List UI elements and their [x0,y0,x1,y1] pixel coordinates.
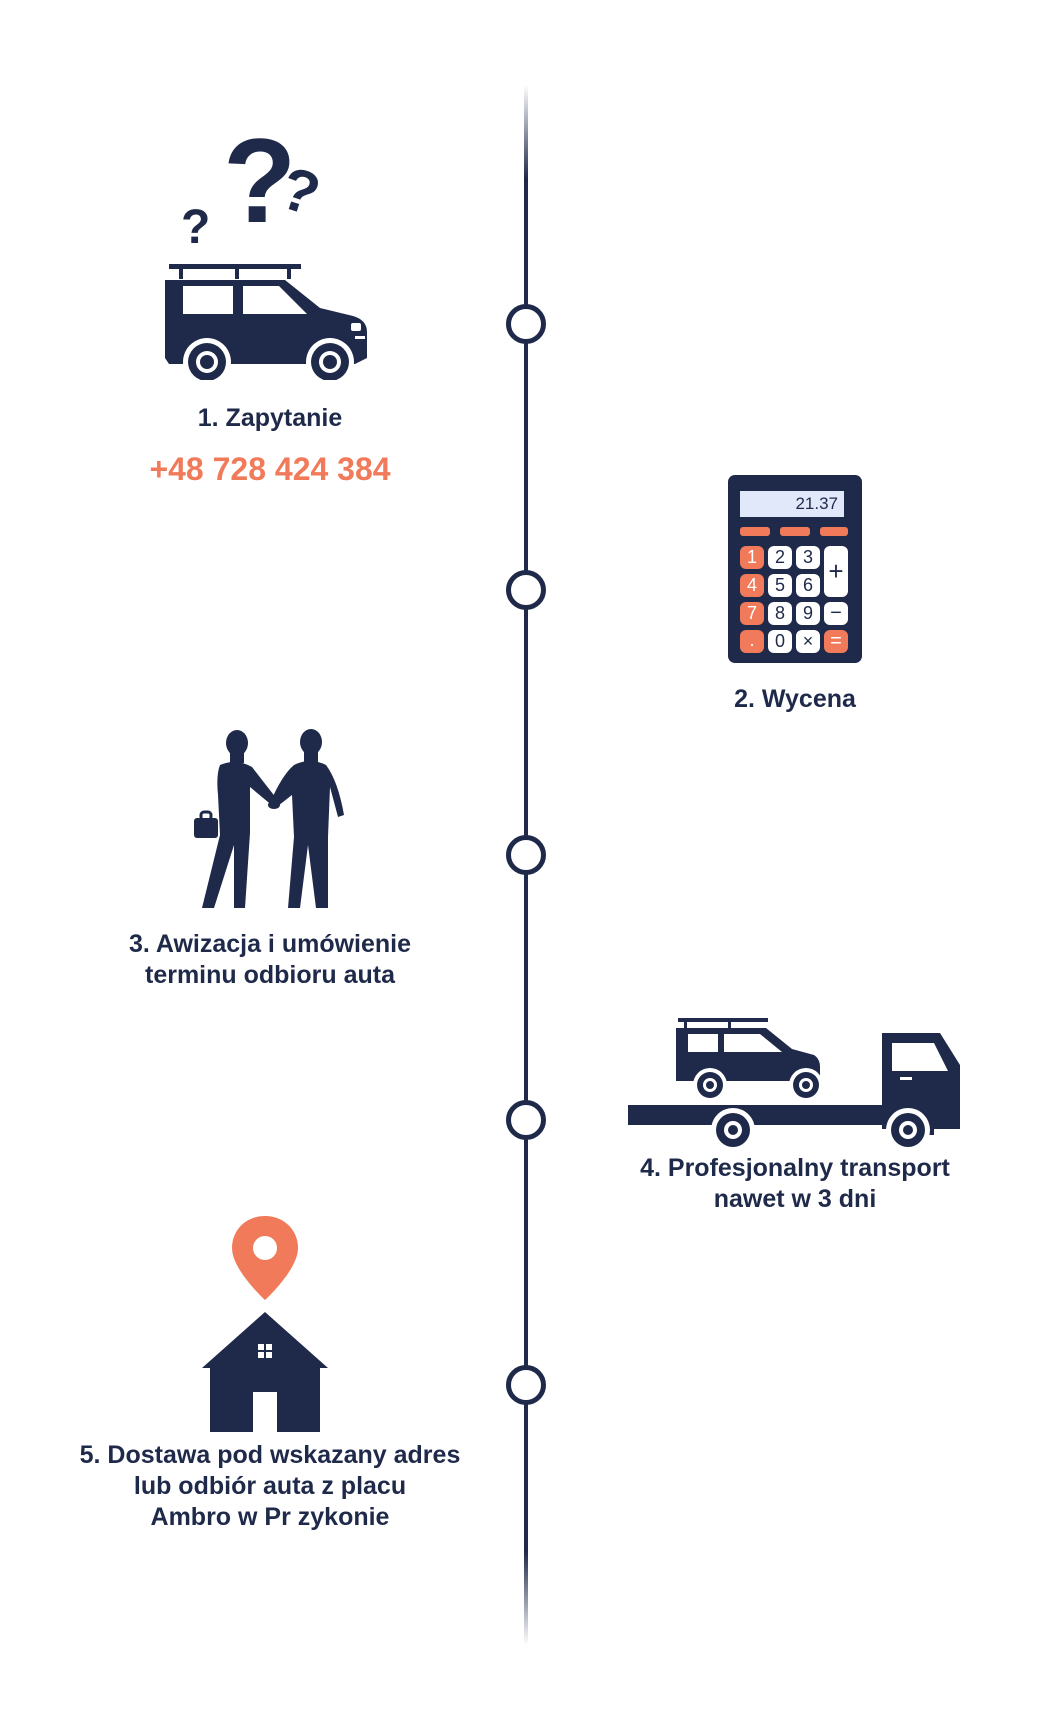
calculator-display: 21.37 [740,491,844,517]
step-5-label: 5. Dostawa pod wskazany adres lub odbiór… [20,1440,520,1533]
step-5-label-line-2: lub odbiór auta z placu [133,1472,407,1500]
calc-key-equals: = [824,630,848,653]
calc-key-1: 1 [740,546,764,569]
step-5-label-line-1: 5. Dostawa pod wskazany adres [79,1441,461,1469]
calc-key-dot: . [740,630,764,653]
step-4-label-line-2: nawet w 3 dni [713,1185,877,1213]
step-3-label: 3. Awizacja i umówienie terminu odbioru … [70,929,470,991]
calc-key-5: 5 [768,574,792,597]
calc-key-minus: − [824,602,848,625]
calc-key-times: × [796,630,820,653]
svg-text:?: ? [181,201,210,254]
svg-text:?: ? [223,130,296,248]
timeline-node-3 [506,835,546,875]
calc-key-8: 8 [768,602,792,625]
calc-key-4: 4 [740,574,764,597]
step-3-label-line-2: terminu odbioru auta [145,961,395,989]
timeline-node-2 [506,570,546,610]
calc-key-6: 6 [796,574,820,597]
handshake-icon [194,729,344,908]
calc-key-9: 9 [796,602,820,625]
car-question-icon: ? ? ? [165,130,367,380]
step-4-label: 4. Profesjonalny transport nawet w 3 dni [580,1153,1010,1215]
calc-key-plus: + [824,546,848,597]
timeline-node-4 [506,1100,546,1140]
calc-key-2: 2 [768,546,792,569]
calc-key-0: 0 [768,630,792,653]
step-2-label: 2. Wycena [734,685,856,713]
calc-key-7: 7 [740,602,764,625]
step-1-phone-link[interactable]: +48 728 424 384 [149,451,391,487]
timeline-node-5 [506,1365,546,1405]
tow-truck-icon [628,1018,960,1152]
timeline-node-1 [506,304,546,344]
step-5-label-line-3: Ambro w Pr zykonie [150,1503,390,1531]
calc-key-3: 3 [796,546,820,569]
calculator-icon: 21.37 1 2 3 + 4 5 6 7 8 9 − . 0 × = [728,475,862,663]
house-location-icon [202,1216,328,1432]
step-4-label-line-1: 4. Profesjonalny transport [640,1154,950,1182]
step-1-label: 1. Zapytanie [197,404,343,432]
step-3-label-line-1: 3. Awizacja i umówienie [128,930,412,958]
